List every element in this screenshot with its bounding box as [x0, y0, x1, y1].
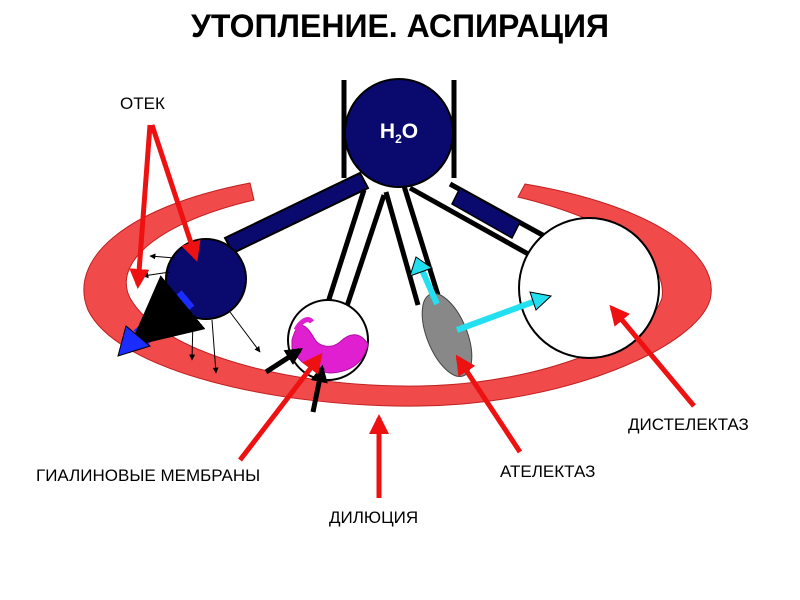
edema-blue-arrow: [129, 275, 206, 347]
hyaline-membrane-top: [293, 317, 315, 332]
cyan-arrow-right: [455, 299, 535, 333]
edema-pointers: [129, 124, 201, 289]
capillary-arc: [83, 182, 712, 407]
label-dystelectasis: ДИСТЕЛЕКТАЗ: [628, 415, 749, 434]
bronchus-2-wall-b: [340, 194, 387, 319]
water-formula: H2O: [379, 120, 419, 147]
bronchus-2-wall-a: [320, 189, 367, 319]
atelectasis-pointer: [455, 354, 523, 454]
bronchus-4-wall-a: [408, 185, 532, 258]
cyan-arrow-up: [419, 268, 440, 306]
hyaline-pointer: [238, 352, 323, 462]
cyan-arrow-right-head: [529, 291, 553, 311]
cyan-arrow-up-head: [409, 256, 434, 277]
hyaline-black-arrow-1: [264, 347, 303, 375]
label-edema: ОТЕК: [120, 94, 165, 113]
label-dilution: ДИЛЮЦИЯ: [329, 508, 419, 527]
page-title: УТОПЛЕНИЕ. АСПИРАЦИЯ: [190, 8, 609, 44]
bronchus-3-wall-b: [401, 185, 441, 296]
hyaline-black-arrow-2: [310, 364, 328, 413]
label-hyaline-membranes: ГИАЛИНОВЫЕ МЕМБРАНЫ: [36, 466, 261, 485]
dystelectasis-pointer: [609, 304, 696, 408]
label-atelectasis: АТЕЛЕКТАЗ: [500, 462, 596, 481]
bronchus-4-fluid: [451, 186, 521, 240]
water-ball: [344, 78, 454, 188]
bronchus-3-wall-a: [383, 191, 421, 306]
collapsed-alveolus: [421, 293, 473, 377]
edema-blue-arrow-head: [117, 325, 152, 357]
